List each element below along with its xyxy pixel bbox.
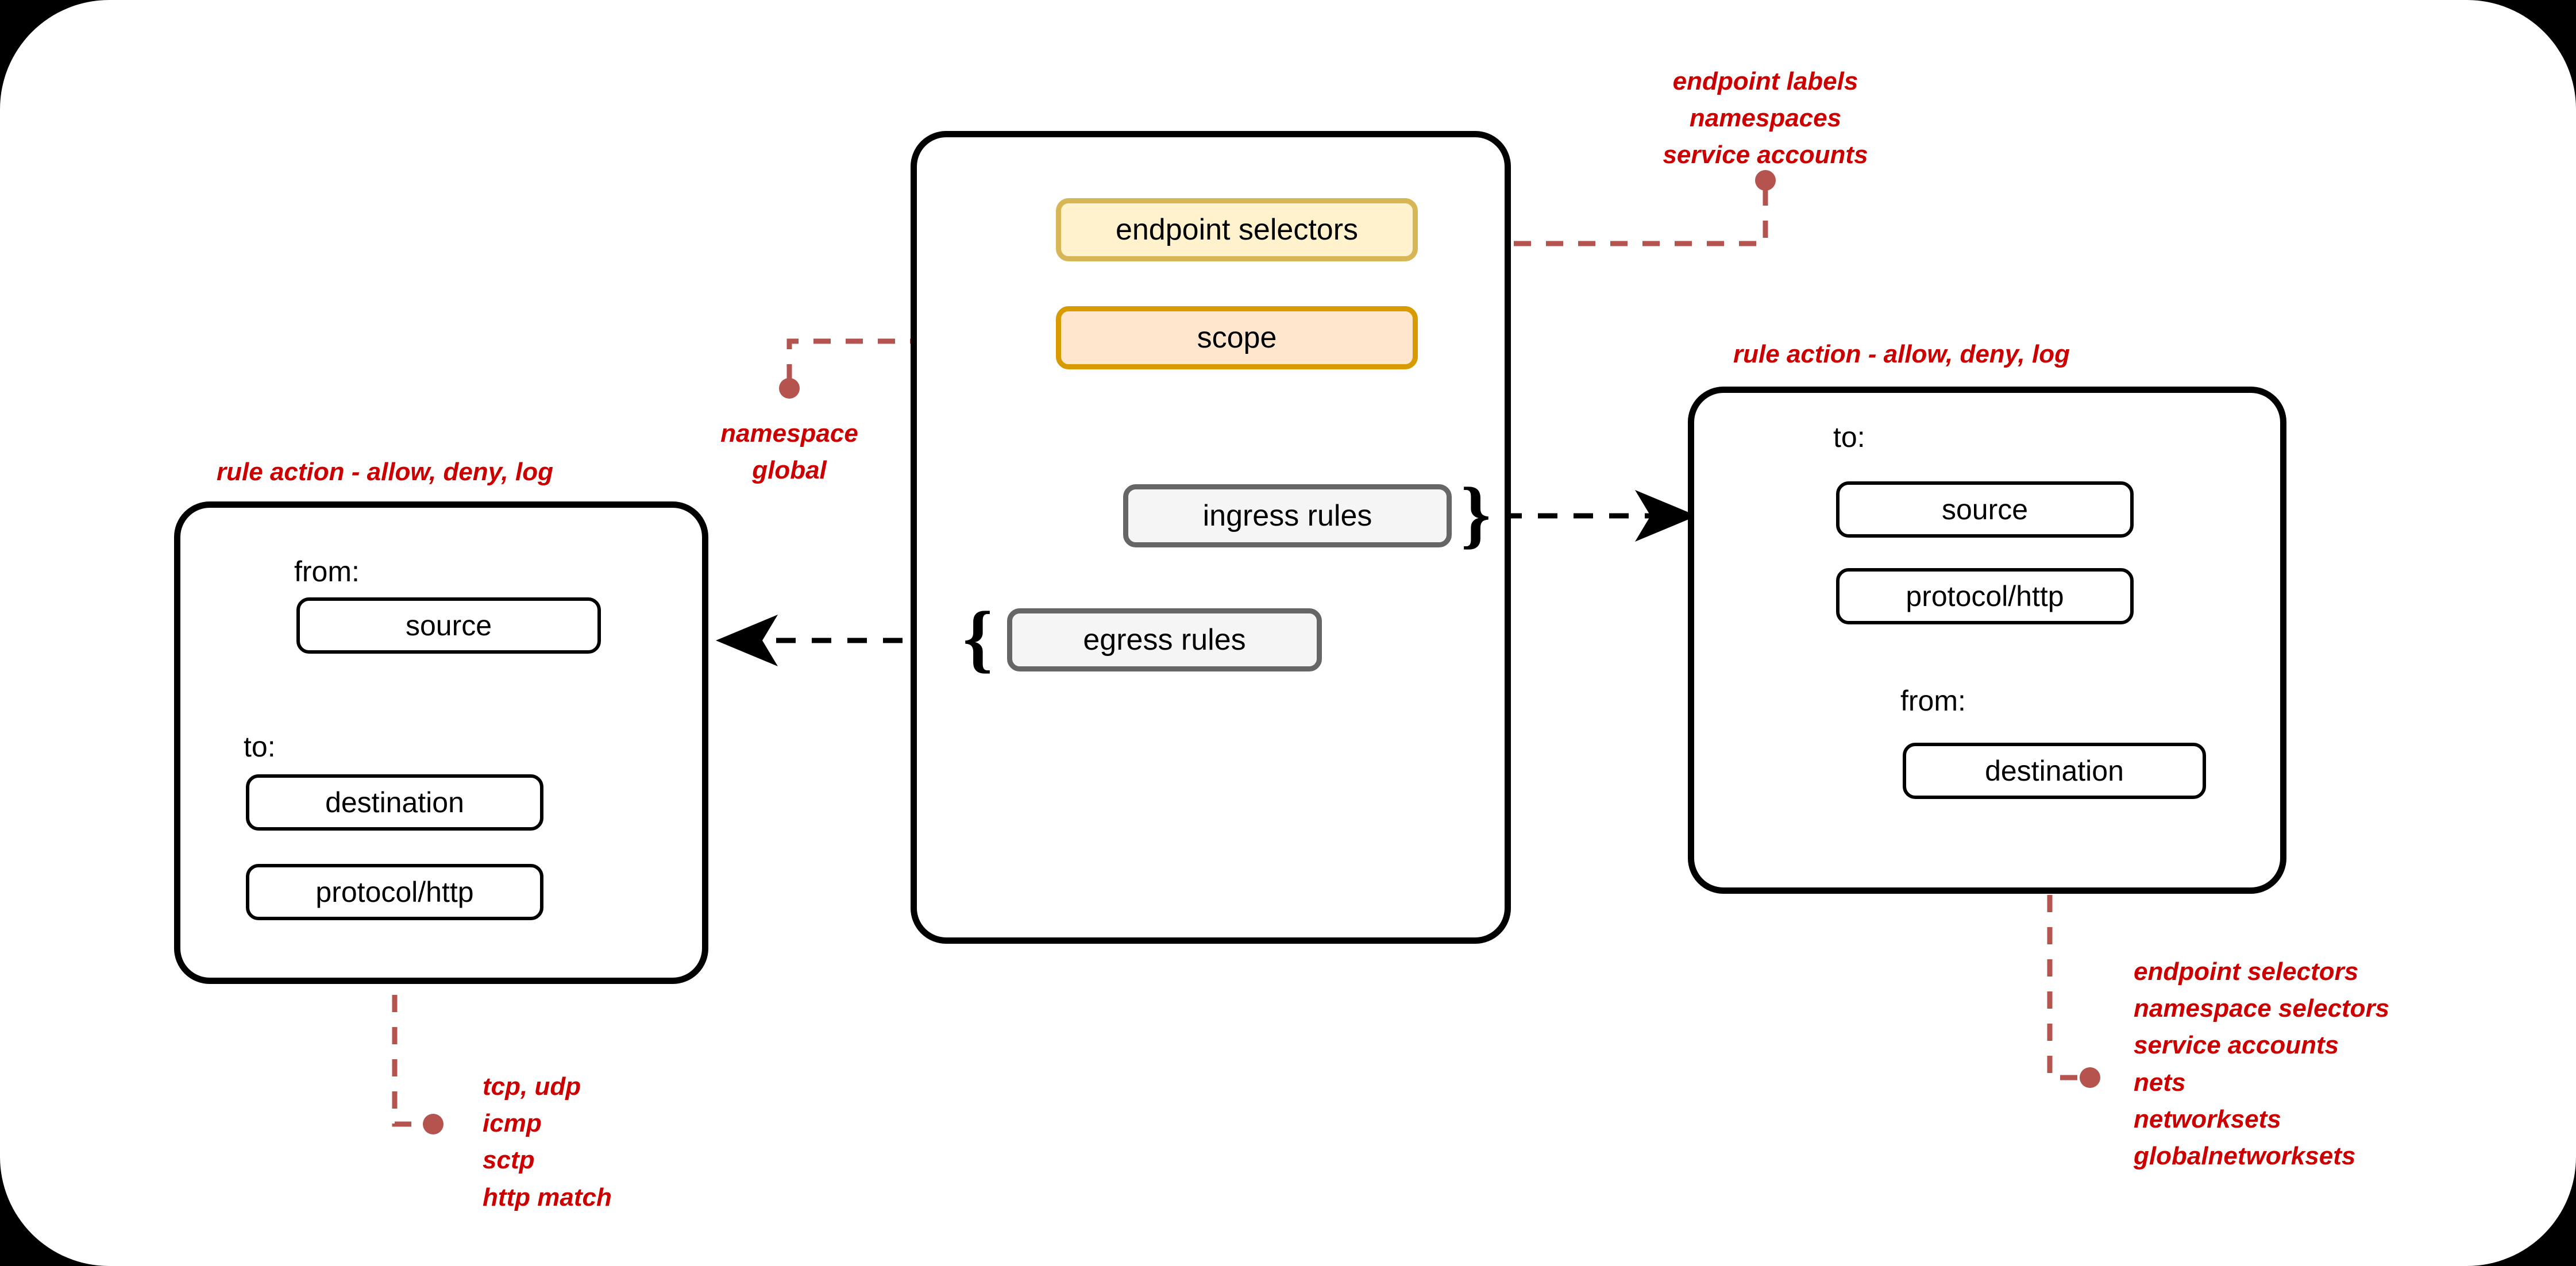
scope-box[interactable]: scope bbox=[1056, 306, 1418, 369]
egress-rules-label: egress rules bbox=[1083, 623, 1246, 657]
right-source-label: source bbox=[1941, 493, 2029, 526]
annotation-line: globalnetworksets bbox=[2134, 1142, 2356, 1171]
right-protocol-label: protocol/http bbox=[1906, 580, 2064, 612]
endpoint-selectors-box[interactable]: endpoint selectors bbox=[1056, 198, 1418, 261]
protocol-annotation: tcp, udp icmp sctp http match bbox=[483, 1068, 827, 1216]
right-source-box[interactable]: source bbox=[1836, 481, 2134, 538]
endpoint-selectors-label: endpoint selectors bbox=[1115, 213, 1359, 246]
annotation-line: tcp, udp bbox=[483, 1072, 581, 1101]
right-panel-rule-action-annotation: rule action - allow, deny, log bbox=[1733, 340, 2070, 368]
egress-brace: { bbox=[963, 596, 993, 680]
left-protocol-box[interactable]: protocol/http bbox=[246, 864, 543, 920]
left-to-label: to: bbox=[244, 731, 276, 763]
left-from-label: from: bbox=[294, 555, 360, 588]
left-destination-box[interactable]: destination bbox=[246, 774, 543, 831]
annotation-line: global bbox=[752, 456, 827, 485]
left-panel-rule-action-annotation: rule action - allow, deny, log bbox=[217, 458, 553, 486]
annotation-line: nets bbox=[2134, 1068, 2186, 1097]
right-from-label: from: bbox=[1900, 685, 1966, 717]
annotation-line: endpoint selectors bbox=[2134, 958, 2359, 986]
annotation-line: namespace selectors bbox=[2134, 994, 2390, 1023]
annotation-line: icmp bbox=[483, 1109, 542, 1138]
annotation-line: sctp bbox=[483, 1146, 535, 1175]
left-protocol-label: protocol/http bbox=[315, 876, 474, 908]
right-protocol-box[interactable]: protocol/http bbox=[1836, 568, 2134, 624]
annotation-line: service accounts bbox=[2134, 1031, 2339, 1060]
annotation-line: networksets bbox=[2134, 1105, 2281, 1133]
left-destination-label: destination bbox=[325, 786, 464, 819]
scope-annotation: namespace global bbox=[628, 415, 950, 489]
left-source-box[interactable]: source bbox=[296, 597, 601, 654]
egress-rules-box[interactable]: egress rules bbox=[1007, 608, 1322, 671]
ingress-brace: } bbox=[1461, 472, 1491, 556]
right-destination-label: destination bbox=[1985, 755, 2124, 787]
ingress-rules-label: ingress rules bbox=[1202, 499, 1372, 532]
annotation-line: endpoint labels bbox=[1672, 67, 1858, 95]
ingress-rule-panel bbox=[1688, 387, 2286, 894]
scope-label: scope bbox=[1197, 321, 1277, 354]
endpoint-selectors-annotation: endpoint labels namespaces service accou… bbox=[1593, 63, 1938, 174]
ingress-rules-box[interactable]: ingress rules bbox=[1123, 484, 1452, 547]
annotation-line: namespace bbox=[720, 419, 858, 447]
annotation-line: http match bbox=[483, 1183, 612, 1211]
right-destination-box[interactable]: destination bbox=[1903, 743, 2206, 799]
annotation-line: namespaces bbox=[1689, 104, 1842, 133]
destination-annotation: endpoint selectors namespace selectors s… bbox=[2134, 954, 2536, 1175]
right-to-label: to: bbox=[1833, 421, 1865, 453]
annotation-line: service accounts bbox=[1663, 141, 1868, 169]
left-source-label: source bbox=[405, 609, 492, 642]
